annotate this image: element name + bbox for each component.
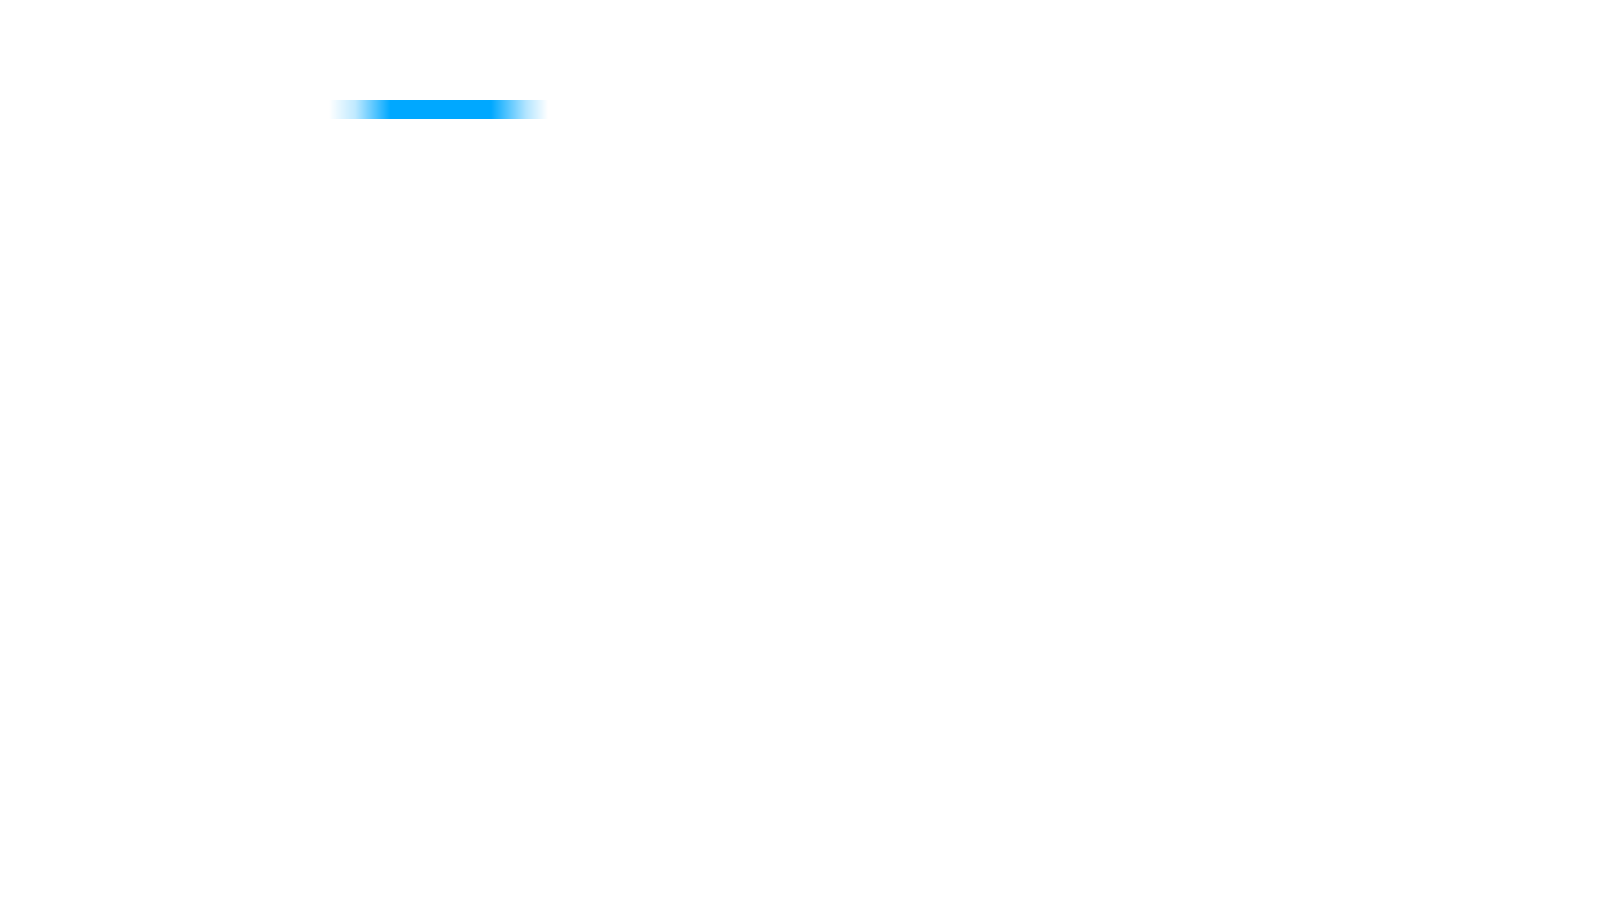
loading-progress-bar: [329, 100, 548, 119]
